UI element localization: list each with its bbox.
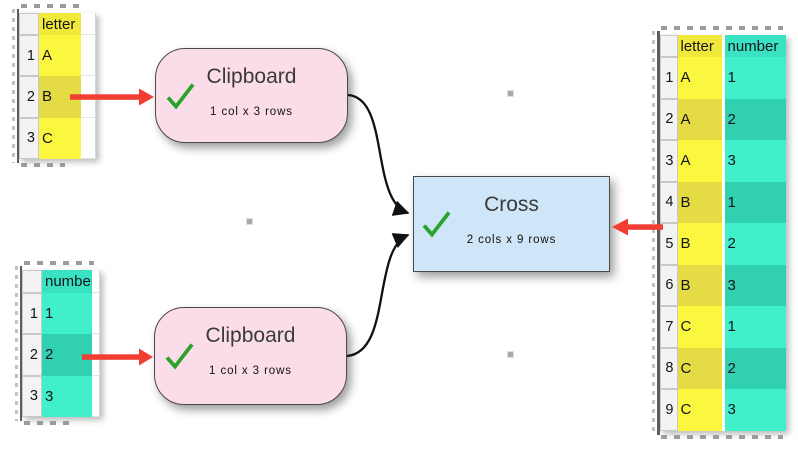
table-row: 1 1	[22, 293, 100, 335]
letter-input-table[interactable]: letter 1 A 2 B 3 C	[11, 4, 96, 167]
connector-clipboard-top-to-cross[interactable]	[347, 93, 410, 216]
table-row: 4 B 1	[659, 181, 786, 223]
grid-dot	[247, 219, 252, 224]
red-arrow-result-to-cross	[612, 218, 663, 236]
torn-edge	[23, 261, 94, 265]
table-cell: 3	[724, 389, 786, 431]
success-check-icon	[165, 343, 194, 370]
table-row: 2 A 2	[659, 98, 786, 140]
table-cell: A	[39, 35, 81, 77]
success-check-icon	[166, 82, 195, 109]
torn-edge	[661, 26, 783, 30]
table-cell: 2	[42, 334, 92, 376]
table-cell: A	[677, 98, 722, 140]
table-cell: 3	[724, 264, 786, 306]
table-cell: 1	[724, 181, 786, 223]
table-cell: C	[677, 389, 722, 431]
corner-cell	[659, 35, 678, 57]
node-status: 1 col x 3 rows	[210, 106, 293, 118]
table-cell: 1	[42, 293, 92, 335]
table-cell: 1	[724, 306, 786, 348]
table-cell: C	[677, 306, 722, 348]
table-cell: C	[677, 347, 722, 389]
torn-edge	[20, 4, 85, 8]
torn-edge	[23, 420, 74, 425]
table-row: 5 B 2	[659, 223, 786, 265]
table-cell: 2	[724, 347, 786, 389]
torn-edge	[652, 31, 655, 435]
success-check-icon	[422, 211, 451, 238]
corner-cell	[22, 270, 42, 293]
column-header: letter	[39, 13, 81, 35]
table-row: 3 A 3	[659, 140, 786, 182]
grid-dot	[508, 352, 513, 357]
corner-cell	[19, 13, 39, 35]
table-row: 6 B 3	[659, 264, 786, 306]
table-row: 2 2	[22, 334, 100, 376]
table-edge-bar	[16, 9, 19, 163]
result-table[interactable]: letter number 1 A 1 2 A 2 3	[652, 26, 786, 439]
table-row: 8 C 2	[659, 347, 786, 389]
table-row: 1 A 1	[659, 57, 786, 99]
table-cell: A	[677, 140, 722, 182]
table-edge-bar	[657, 31, 660, 435]
column-header: number	[724, 35, 786, 57]
column-header: letter	[677, 35, 722, 57]
table-row: 7 C 1	[659, 306, 786, 348]
table-row: 2 B	[19, 76, 96, 118]
table-cell: B	[677, 264, 722, 306]
node-clipboard-top[interactable]: Clipboard 1 col x 3 rows	[155, 48, 348, 143]
grid-dot	[508, 91, 513, 96]
node-title: Cross	[484, 193, 539, 216]
table-cell: B	[39, 76, 81, 118]
node-title: Clipboard	[206, 65, 297, 88]
table-header-row: number	[22, 270, 100, 293]
node-cross[interactable]: Cross 2 cols x 9 rows	[413, 176, 610, 272]
torn-edge	[11, 9, 15, 163]
torn-edge	[14, 266, 18, 421]
table-cell: 3	[724, 140, 786, 182]
table-cell: 3	[42, 375, 92, 417]
table-cell: 2	[724, 98, 786, 140]
table-cell: A	[677, 57, 722, 99]
table-edge-bar	[19, 266, 22, 421]
connector-clipboard-bottom-to-cross[interactable]	[346, 233, 410, 358]
table-row: 3 C	[19, 117, 96, 159]
table-cell: B	[677, 223, 722, 265]
torn-edge	[20, 162, 65, 167]
table-cell: 2	[724, 223, 786, 265]
table-cell: 1	[724, 57, 786, 99]
node-title: Clipboard	[205, 324, 296, 347]
table-cell: B	[677, 181, 722, 223]
table-header-row: letter number	[659, 35, 786, 57]
table-header-row: letter	[19, 13, 96, 35]
number-input-table[interactable]: number 1 1 2 2 3 3	[14, 261, 100, 425]
torn-edge	[661, 434, 783, 439]
table-cell: C	[39, 117, 81, 159]
table-row: 1 A	[19, 35, 96, 77]
table-row: 9 C 3	[659, 389, 786, 431]
column-header: number	[42, 270, 96, 293]
node-status: 2 cols x 9 rows	[466, 234, 557, 246]
node-status: 1 col x 3 rows	[209, 365, 292, 377]
node-clipboard-bottom[interactable]: Clipboard 1 col x 3 rows	[154, 307, 347, 405]
table-row: 3 3	[22, 375, 100, 417]
